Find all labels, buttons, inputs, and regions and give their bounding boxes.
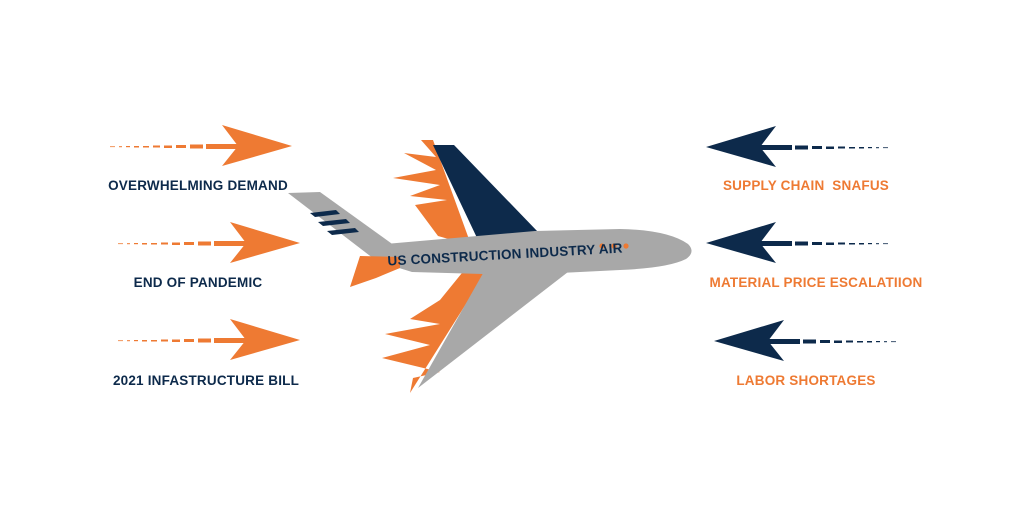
arrow-shaft-segment [134, 243, 138, 245]
airplane: US CONSTRUCTION INDUSTRY AIR [288, 140, 692, 393]
arrow-shaft-segment [184, 242, 194, 245]
arrow-shaft-segment [812, 146, 822, 149]
arrow-shaft-segment [119, 146, 122, 148]
upper-wing-orange-edge [393, 140, 470, 242]
arrow-shaft-segment [834, 340, 842, 343]
arrow-shaft-segment [126, 146, 130, 148]
arrow-shaft-segment [142, 340, 147, 342]
tail-stripe [310, 210, 340, 217]
arrow-shaft-segment [110, 146, 115, 148]
arrow-shaft-segment [846, 340, 853, 343]
tail-fin [288, 192, 395, 262]
arrow-shaft-segment [127, 340, 130, 342]
arrow-shaft-segment [857, 341, 863, 343]
left-arrow-3 [118, 319, 300, 360]
arrow-shaft-segment [214, 241, 248, 246]
arrow-shaft-segment [161, 339, 168, 342]
arrow-shaft-segment [127, 243, 130, 245]
arrow-shaft-segment [820, 340, 830, 343]
lower-wing-orange-edge [382, 268, 486, 393]
arrow-shaft-segment [867, 341, 872, 343]
arrow-shaft-segment [868, 243, 872, 245]
arrow-shaft-segment [153, 145, 160, 148]
arrow-shaft-segment [214, 338, 248, 343]
arrow-shaft-segment [118, 243, 123, 245]
tail-stripe [327, 228, 359, 235]
arrow-head [714, 320, 784, 361]
arrow-head [706, 222, 776, 263]
upper-wing-navy [433, 145, 538, 240]
arrow-shaft-segment [142, 243, 147, 245]
arrow-shaft-segment [795, 241, 808, 246]
arrow-shaft-segment [884, 341, 887, 343]
arrow-shaft-segment [206, 144, 240, 149]
window [611, 243, 617, 249]
arrow-shaft-segment [883, 243, 888, 245]
tail-stabilizer [350, 256, 400, 287]
arrow-shaft-segment [849, 147, 855, 149]
arrow-shaft-segment [151, 243, 157, 245]
arrow-shaft-segment [118, 340, 123, 342]
arrow-shaft-segment [172, 242, 180, 245]
arrow-shaft-segment [838, 146, 845, 149]
arrow-shaft-segment [176, 145, 186, 148]
arrow-head [222, 125, 292, 166]
arrow-shaft-segment [172, 339, 180, 342]
right-force-label-2: MATERIAL PRICE ESCALATIION [710, 275, 923, 290]
fuselage [362, 229, 692, 275]
arrow-shaft-segment [143, 146, 149, 148]
arrow-shaft-segment [151, 340, 157, 342]
arrow-shaft-segment [838, 242, 845, 245]
window [623, 243, 629, 249]
arrow-shaft-segment [190, 144, 203, 149]
arrow-shaft-segment [134, 340, 138, 342]
left-force-label-3: 2021 INFASTRUCTURE BILL [113, 373, 299, 388]
arrow-shaft-segment [812, 242, 822, 245]
arrow-shaft-segment [849, 243, 855, 245]
arrow-shaft-segment [198, 338, 211, 343]
left-arrow-2 [118, 222, 300, 263]
tail-stripe [318, 219, 350, 226]
arrow-shaft-segment [803, 339, 816, 344]
arrow-shaft-segment [766, 339, 800, 344]
lower-wing-grey [418, 268, 568, 388]
arrow-shaft-segment [758, 241, 792, 246]
arrow-shaft-segment [883, 147, 888, 149]
arrow-shaft-segment [876, 243, 879, 245]
arrow-shaft-segment [876, 147, 879, 149]
right-arrow-1 [706, 126, 888, 167]
arrow-shaft-segment [868, 147, 872, 149]
arrow-head [230, 222, 300, 263]
right-arrow-3 [714, 320, 896, 361]
arrow-head [706, 126, 776, 167]
right-force-label-1: SUPPLY CHAIN SNAFUS [723, 178, 889, 193]
arrow-shaft-segment [859, 243, 864, 245]
arrow-shaft-segment [891, 341, 896, 343]
right-arrow-2 [706, 222, 888, 263]
arrow-shaft-segment [876, 341, 880, 343]
left-force-label-2: END OF PANDEMIC [134, 275, 263, 290]
arrow-shaft-segment [198, 241, 211, 246]
arrow-shaft-segment [164, 145, 172, 148]
right-force-label-3: LABOR SHORTAGES [736, 373, 875, 388]
arrow-shaft-segment [826, 146, 834, 149]
window [599, 243, 605, 249]
arrow-shaft-segment [795, 145, 808, 150]
arrow-shaft-segment [184, 339, 194, 342]
left-force-label-1: OVERWHELMING DEMAND [108, 178, 288, 193]
arrow-shaft-segment [826, 242, 834, 245]
arrow-shaft-segment [134, 146, 139, 148]
arrow-shaft-segment [161, 242, 168, 245]
arrow-head [230, 319, 300, 360]
arrow-shaft-segment [859, 147, 864, 149]
left-arrow-1 [110, 125, 292, 166]
arrow-shaft-segment [758, 145, 792, 150]
